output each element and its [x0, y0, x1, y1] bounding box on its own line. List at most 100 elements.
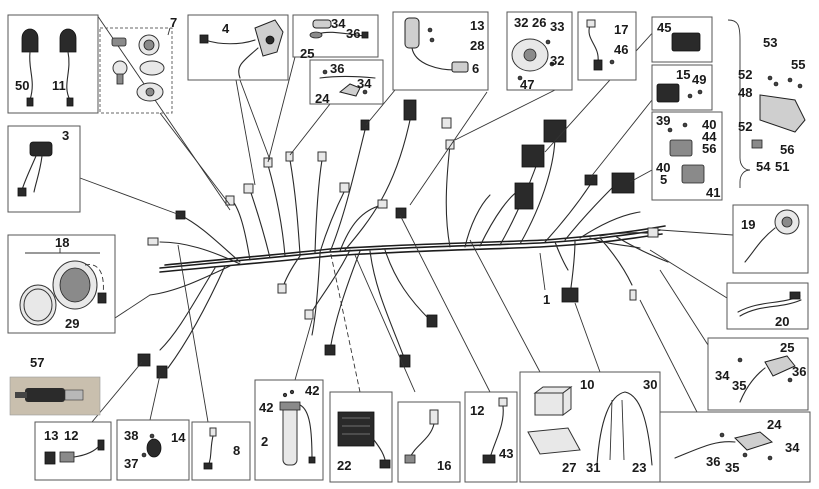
- label-35-b: 35: [725, 460, 739, 475]
- label-49: 49: [692, 72, 706, 87]
- label-41: 41: [706, 185, 720, 200]
- panel-lambda: 17 46: [577, 11, 637, 81]
- label-33: 33: [550, 19, 564, 34]
- label-17: 17: [614, 22, 628, 37]
- label-40-a: 40: [702, 117, 716, 132]
- label-34-c: 34: [715, 368, 730, 383]
- panel-cable-16: 16: [397, 401, 461, 483]
- panel-side-stand: 3: [7, 125, 81, 213]
- panel-headlight: 18 29: [7, 234, 116, 334]
- label-43: 43: [499, 446, 513, 461]
- panel-kit: 10 30 27 31 23: [519, 371, 661, 483]
- label-35-a: 35: [732, 378, 746, 393]
- panel-ecu: 45: [651, 16, 713, 63]
- label-32-b: 32: [550, 53, 564, 68]
- label-15: 15: [676, 67, 690, 82]
- panel-ignition-kit: 7: [99, 15, 177, 114]
- leader-lines: [79, 14, 734, 423]
- label-38: 38: [124, 428, 138, 443]
- label-51: 51: [775, 159, 789, 174]
- label-36-d: 36: [706, 454, 720, 469]
- label-25-a: 25: [300, 46, 314, 61]
- label-14: 14: [171, 430, 186, 445]
- main-wiring-harness: [149, 119, 669, 369]
- label-10: 10: [580, 377, 594, 392]
- label-3: 3: [62, 128, 69, 143]
- panel-rear-light-small: 36 34 24: [309, 59, 384, 106]
- label-55: 55: [791, 57, 805, 72]
- label-36-b: 36: [330, 61, 344, 76]
- label-39: 39: [656, 113, 670, 128]
- panel-pickup: 13 12: [34, 421, 112, 481]
- panel-switch-4: 4: [187, 14, 289, 81]
- label-42-b: 42: [305, 383, 319, 398]
- panel-coil: 13 28 6: [392, 11, 489, 91]
- label-6: 6: [472, 61, 479, 76]
- panel-sensor-plate: 32 26 33 32 47: [506, 11, 573, 92]
- label-34-d: 34: [785, 440, 800, 455]
- label-30: 30: [643, 377, 657, 392]
- panel-brake-switch: 34 36 25: [292, 14, 379, 61]
- panel-neutral-switch: 38 14 37: [116, 419, 190, 481]
- label-5: 5: [660, 172, 667, 187]
- label-24-a: 24: [315, 91, 330, 106]
- label-32-a: 32: [514, 15, 528, 30]
- label-40-b: 40: [656, 160, 670, 175]
- label-13-a: 13: [470, 18, 484, 33]
- label-34-b: 34: [357, 76, 372, 91]
- panel-relay: 15 49: [651, 64, 713, 111]
- label-16: 16: [437, 458, 451, 473]
- label-1: 1: [543, 292, 550, 307]
- label-52-b: 52: [738, 119, 752, 134]
- harness-label: 1: [539, 252, 550, 307]
- label-46: 46: [614, 42, 628, 57]
- label-57: 57: [30, 355, 44, 370]
- panel-cable-20: 20: [726, 282, 809, 330]
- label-7: 7: [170, 15, 177, 30]
- label-28: 28: [470, 38, 484, 53]
- label-4: 4: [222, 21, 230, 36]
- label-45: 45: [657, 20, 671, 35]
- label-12-b: 12: [64, 428, 78, 443]
- label-53: 53: [763, 35, 777, 50]
- label-12-a: 12: [470, 403, 484, 418]
- label-54: 54: [756, 159, 771, 174]
- panel-item-57: 57: [9, 355, 101, 416]
- label-29: 29: [65, 316, 79, 331]
- label-2: 2: [261, 434, 268, 449]
- label-26: 26: [532, 15, 546, 30]
- panel-indicator-rear: 25 34 35 36: [707, 337, 809, 411]
- label-56-a: 56: [702, 141, 716, 156]
- panel-indicator-front: 24 36 35 34: [659, 411, 811, 483]
- label-20: 20: [775, 314, 789, 329]
- label-37: 37: [124, 456, 138, 471]
- label-36-c: 36: [792, 364, 806, 379]
- panel-horn: 19: [732, 204, 809, 274]
- panel-handlebar-switches: 50 11: [7, 14, 99, 114]
- label-52-a: 52: [738, 67, 752, 82]
- label-11: 11: [52, 78, 66, 93]
- label-34-a: 34: [331, 16, 346, 31]
- label-13-b: 13: [44, 428, 58, 443]
- panel-bracket: 53 52 55 48 52 56 54 51: [727, 19, 806, 188]
- label-8: 8: [233, 443, 240, 458]
- harness-connectors: [137, 99, 659, 379]
- label-31: 31: [586, 460, 600, 475]
- label-23: 23: [632, 460, 646, 475]
- label-44: 44: [702, 129, 717, 144]
- label-24-b: 24: [767, 417, 782, 432]
- panel-fuse-box: 39 40 44 56 40 5 41: [651, 111, 723, 201]
- label-19: 19: [741, 217, 755, 232]
- label-22: 22: [337, 458, 351, 473]
- label-48: 48: [738, 85, 752, 100]
- label-50: 50: [15, 78, 29, 93]
- label-36-a: 36: [346, 26, 360, 41]
- label-56-b: 56: [780, 142, 794, 157]
- panel-speed-sensor: 12 43: [464, 391, 518, 483]
- panel-fuel-pump: 42 42 2: [254, 379, 324, 481]
- label-25-b: 25: [780, 340, 794, 355]
- panel-cable-8: 8: [191, 421, 251, 481]
- label-18: 18: [55, 235, 69, 250]
